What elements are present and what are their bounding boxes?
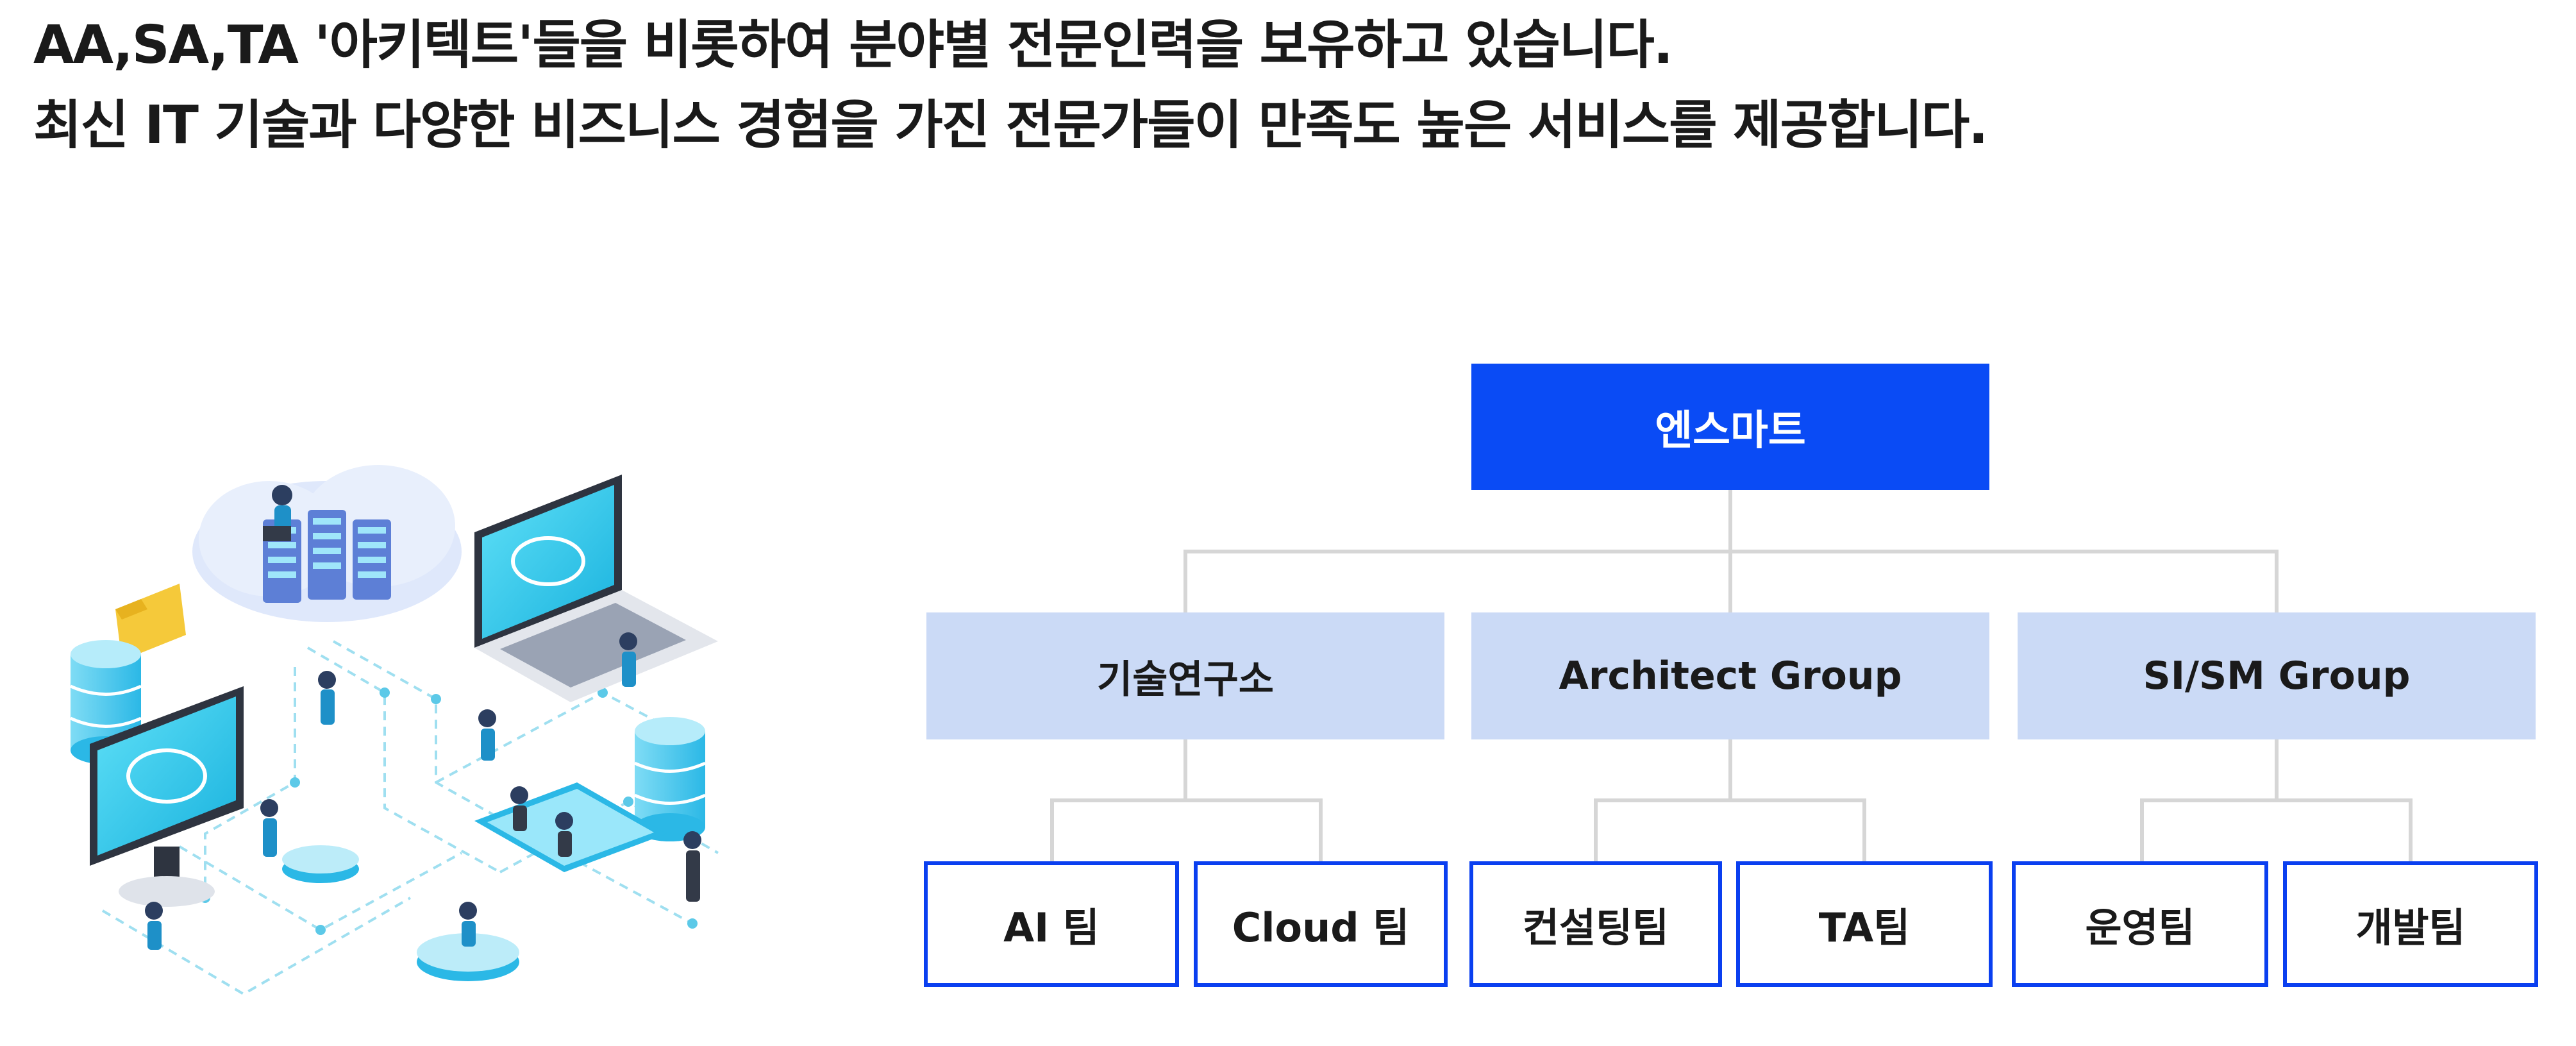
- org-group-research-lab[interactable]: 기술연구소: [926, 612, 1444, 739]
- org-group-label: Architect Group: [1559, 654, 1902, 698]
- org-team-label: 컨설팅팀: [1522, 904, 1669, 951]
- isometric-cloud-it-illustration: [69, 465, 719, 996]
- org-group-architect[interactable]: Architect Group: [1471, 612, 1989, 739]
- headline-line-2: 최신 IT 기술과 다양한 비즈니스 경험을 가진 전문가들이 만족도 높은 서…: [33, 95, 1988, 156]
- org-team-label: AI 팀: [1003, 904, 1100, 951]
- cloud-servers: [192, 465, 462, 622]
- folder: [115, 584, 186, 661]
- org-team-cloud[interactable]: Cloud 팀: [1194, 861, 1448, 987]
- org-team-label: Cloud 팀: [1232, 904, 1410, 951]
- org-team-operations[interactable]: 운영팀: [2012, 861, 2268, 987]
- org-group-label: SI/SM Group: [2143, 654, 2411, 698]
- headline-line-1: AA,SA,TA '아키텍트'들을 비롯하여 분야별 전문인력을 보유하고 있습…: [33, 15, 1673, 76]
- org-root-label: 엔스마트: [1655, 407, 1806, 455]
- monitor-with-cloud: [90, 686, 244, 907]
- org-team-ta[interactable]: TA팀: [1736, 861, 1993, 987]
- org-team-label: 운영팀: [2085, 904, 2195, 951]
- org-root-box[interactable]: 엔스마트: [1471, 364, 1989, 490]
- laptop-with-cloud: [474, 475, 718, 702]
- org-team-label: 개발팀: [2355, 904, 2466, 951]
- org-group-label: 기술연구소: [1097, 657, 1274, 702]
- org-team-ai[interactable]: AI 팀: [924, 861, 1179, 987]
- org-team-consulting[interactable]: 컨설팅팀: [1469, 861, 1722, 987]
- org-team-label: TA팀: [1818, 904, 1911, 951]
- org-team-development[interactable]: 개발팀: [2283, 861, 2538, 987]
- org-group-si-sm[interactable]: SI/SM Group: [2018, 612, 2536, 739]
